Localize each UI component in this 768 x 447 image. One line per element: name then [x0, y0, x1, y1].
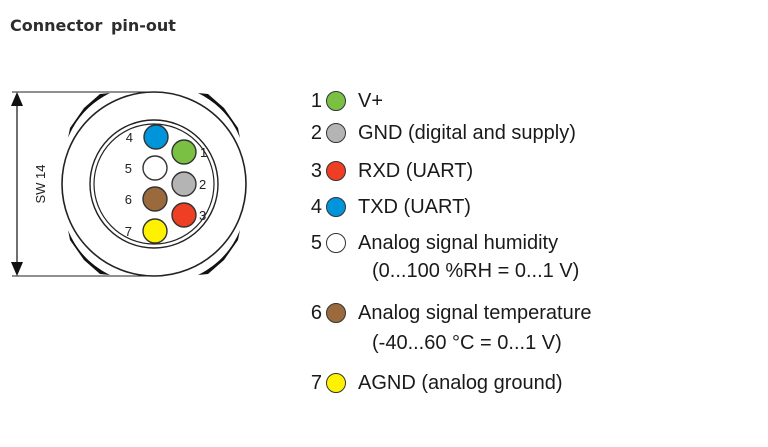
connector-body	[61, 91, 247, 277]
legend-pin-label: Analog signal temperature	[358, 301, 592, 324]
connector-pin-3	[171, 202, 197, 228]
legend-color-swatch	[326, 373, 346, 393]
dimension-arrow-top	[11, 92, 23, 106]
legend-row-pin-2: 2 GND (digital and supply)	[308, 118, 576, 148]
connector-pin-2	[171, 171, 197, 197]
legend-pin-number: 2	[310, 121, 322, 144]
page-title: Connector pin-out	[10, 16, 176, 35]
legend-color-swatch	[326, 303, 346, 323]
hex-nut-outline	[70, 94, 238, 274]
connector-diagram: SW 14 1 2 3 4 5 6 7	[11, 91, 247, 277]
legend-pin-label: GND (digital and supply)	[358, 121, 576, 144]
legend-pin-label: RXD (UART)	[358, 159, 474, 182]
dimension-arrow-bottom	[11, 262, 23, 276]
legend-pin-range: (0...100 %RH = 0...1 V)	[372, 260, 580, 282]
legend-pin-label: AGND (analog ground)	[358, 371, 563, 394]
legend-pin-range: (-40...60 °C = 0...1 V)	[372, 332, 562, 354]
connector-pin-6	[142, 186, 168, 212]
legend-pin-number: 3	[310, 159, 322, 182]
legend-row-pin-7: 7 AGND (analog ground)	[308, 368, 563, 398]
connector-pin-5	[142, 155, 168, 181]
legend-pin-number: 6	[310, 301, 322, 324]
legend-row-pin-5: 5 Analog signal humidity	[308, 228, 558, 258]
legend-color-swatch	[326, 123, 346, 143]
legend-row-pin-1: 1 V+	[308, 86, 383, 116]
legend-pin-number: 5	[310, 231, 322, 254]
legend-pin-number: 4	[310, 195, 322, 218]
legend-pin-label: Analog signal humidity	[358, 231, 559, 254]
dimension-label: SW 14	[33, 164, 48, 203]
legend-color-swatch	[326, 161, 346, 181]
legend-pin-label: V+	[358, 89, 384, 112]
connector-pin-number-6: 6	[125, 192, 132, 207]
legend-color-swatch	[326, 233, 346, 253]
legend-row-pin-4: 4 TXD (UART)	[308, 192, 471, 222]
legend-row-pin-3: 3 RXD (UART)	[308, 156, 473, 186]
connector-pin-number-4: 4	[126, 130, 133, 145]
connector-pin-number-1: 1	[200, 145, 207, 160]
legend-pin-number: 7	[310, 371, 322, 394]
connector-pin-number-3: 3	[199, 208, 206, 223]
legend-row-pin-6: 6 Analog signal temperature	[308, 298, 592, 328]
connector-pin-4	[143, 124, 169, 150]
connector-inner-ring	[89, 119, 219, 249]
connector-pin-number-2: 2	[199, 177, 206, 192]
connector-pin-1	[171, 139, 197, 165]
connector-outer-ring	[61, 91, 247, 277]
connector-inner-ring-2	[93, 123, 215, 245]
legend-color-swatch	[326, 197, 346, 217]
connector-pin-7	[142, 218, 168, 244]
connector-pin-number-5: 5	[125, 161, 132, 176]
connector-pin-number-7: 7	[125, 224, 132, 239]
legend-pin-label: TXD (UART)	[358, 195, 471, 218]
legend-color-swatch	[326, 91, 346, 111]
pin-layer: 1 2 3 4 5 6 7	[125, 124, 207, 244]
legend-pin-number: 1	[310, 89, 322, 112]
